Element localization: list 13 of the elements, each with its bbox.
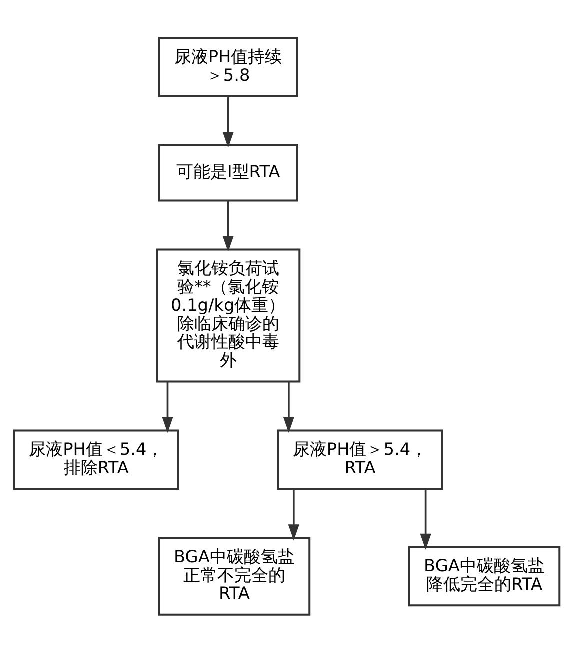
arrow bbox=[222, 201, 234, 252]
node-box: 尿液PH值＜5.4，排除RTA bbox=[13, 430, 180, 490]
node-box: 可能是I型RTA bbox=[158, 144, 298, 202]
node-box: BGA中碳酸氢盐降低完全的RTA bbox=[408, 546, 561, 607]
arrow bbox=[288, 489, 300, 541]
node-box: 尿液PH值＞5.4，RTA bbox=[277, 430, 444, 490]
node-box: 氯化铵负荷试验**（氯化铵0.1g/kg体重）除临床确诊的代谢性酸中毒外 bbox=[156, 248, 301, 383]
arrow bbox=[162, 382, 174, 433]
arrow bbox=[420, 489, 432, 550]
arrow bbox=[283, 382, 294, 433]
node-box: BGA中碳酸氢盐正常不完全的RTA bbox=[158, 537, 311, 616]
arrow bbox=[222, 96, 234, 148]
node-box: 尿液PH值持续＞5.8 bbox=[158, 37, 298, 98]
